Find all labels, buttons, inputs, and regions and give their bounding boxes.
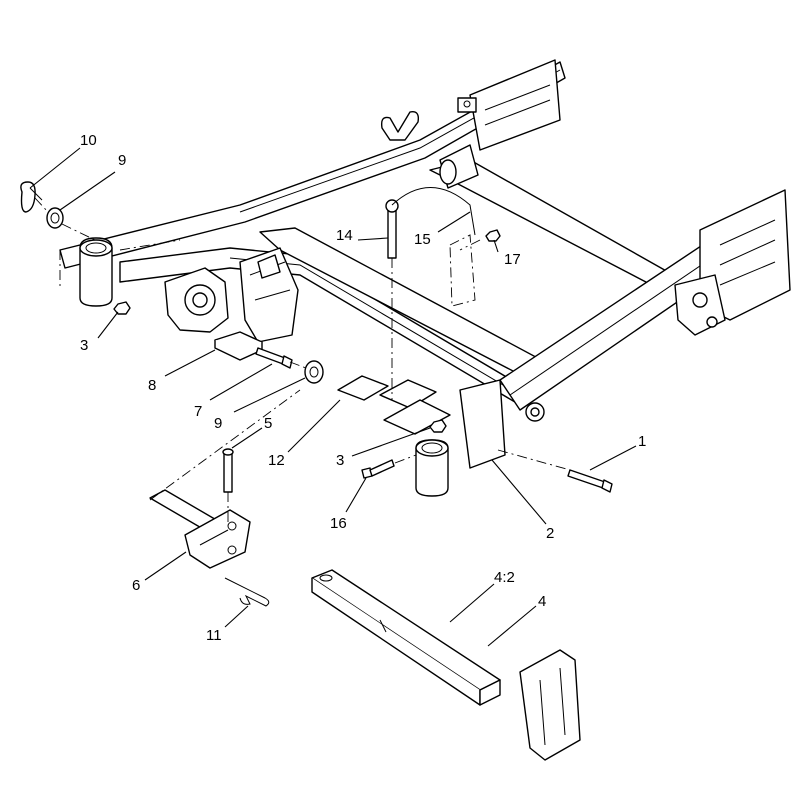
screw-sixteen xyxy=(361,459,395,479)
callout-14: 14 xyxy=(336,227,353,244)
hitch-bracket xyxy=(149,489,251,569)
callout-3-center: 3 xyxy=(336,452,344,469)
callout-7: 7 xyxy=(194,403,202,420)
long-bolt xyxy=(567,469,613,493)
callout-6: 6 xyxy=(132,577,140,594)
upper-right-plate xyxy=(469,59,561,151)
washer-upper xyxy=(46,207,64,229)
shim-plates xyxy=(337,375,451,435)
callout-16: 16 xyxy=(330,515,347,532)
callout-5: 5 xyxy=(264,415,272,432)
center-tube-socket xyxy=(415,439,449,497)
leader-lines xyxy=(29,147,637,647)
callout-4-2: 4:2 xyxy=(494,569,515,586)
callout-15: 15 xyxy=(414,231,431,248)
callout-9-lower: 9 xyxy=(214,415,222,432)
callout-8: 8 xyxy=(148,377,156,394)
callout-2: 2 xyxy=(546,525,554,542)
callout-9-upper: 9 xyxy=(118,152,126,169)
left-pivot-assembly xyxy=(79,237,299,361)
callout-12: 12 xyxy=(268,452,285,469)
callout-11: 11 xyxy=(206,627,222,644)
left-mount-bracket xyxy=(239,247,299,343)
nut-seventeen xyxy=(485,229,501,242)
bolt-seven xyxy=(255,347,293,369)
callout-17: 17 xyxy=(504,251,521,268)
callout-labels: 10 9 14 15 17 3 8 7 9 5 12 3 1 16 2 6 4:… xyxy=(80,132,646,644)
main-frame xyxy=(59,59,791,469)
lanyard xyxy=(391,187,476,236)
hairpin-clip xyxy=(224,577,270,607)
upper-hook xyxy=(380,111,420,141)
nut-left xyxy=(113,301,131,315)
drawbar xyxy=(311,569,581,761)
callout-3-left: 3 xyxy=(80,337,88,354)
lynch-pin xyxy=(20,181,43,213)
nut-center xyxy=(429,419,447,433)
lower-right-support xyxy=(459,379,506,469)
detent-pin xyxy=(385,199,399,259)
clevis-pin xyxy=(222,448,234,493)
callout-10: 10 xyxy=(80,132,97,149)
callout-1: 1 xyxy=(638,433,646,450)
alignment-lines xyxy=(34,197,571,525)
callout-4: 4 xyxy=(538,593,546,610)
washer-lower xyxy=(304,360,324,384)
